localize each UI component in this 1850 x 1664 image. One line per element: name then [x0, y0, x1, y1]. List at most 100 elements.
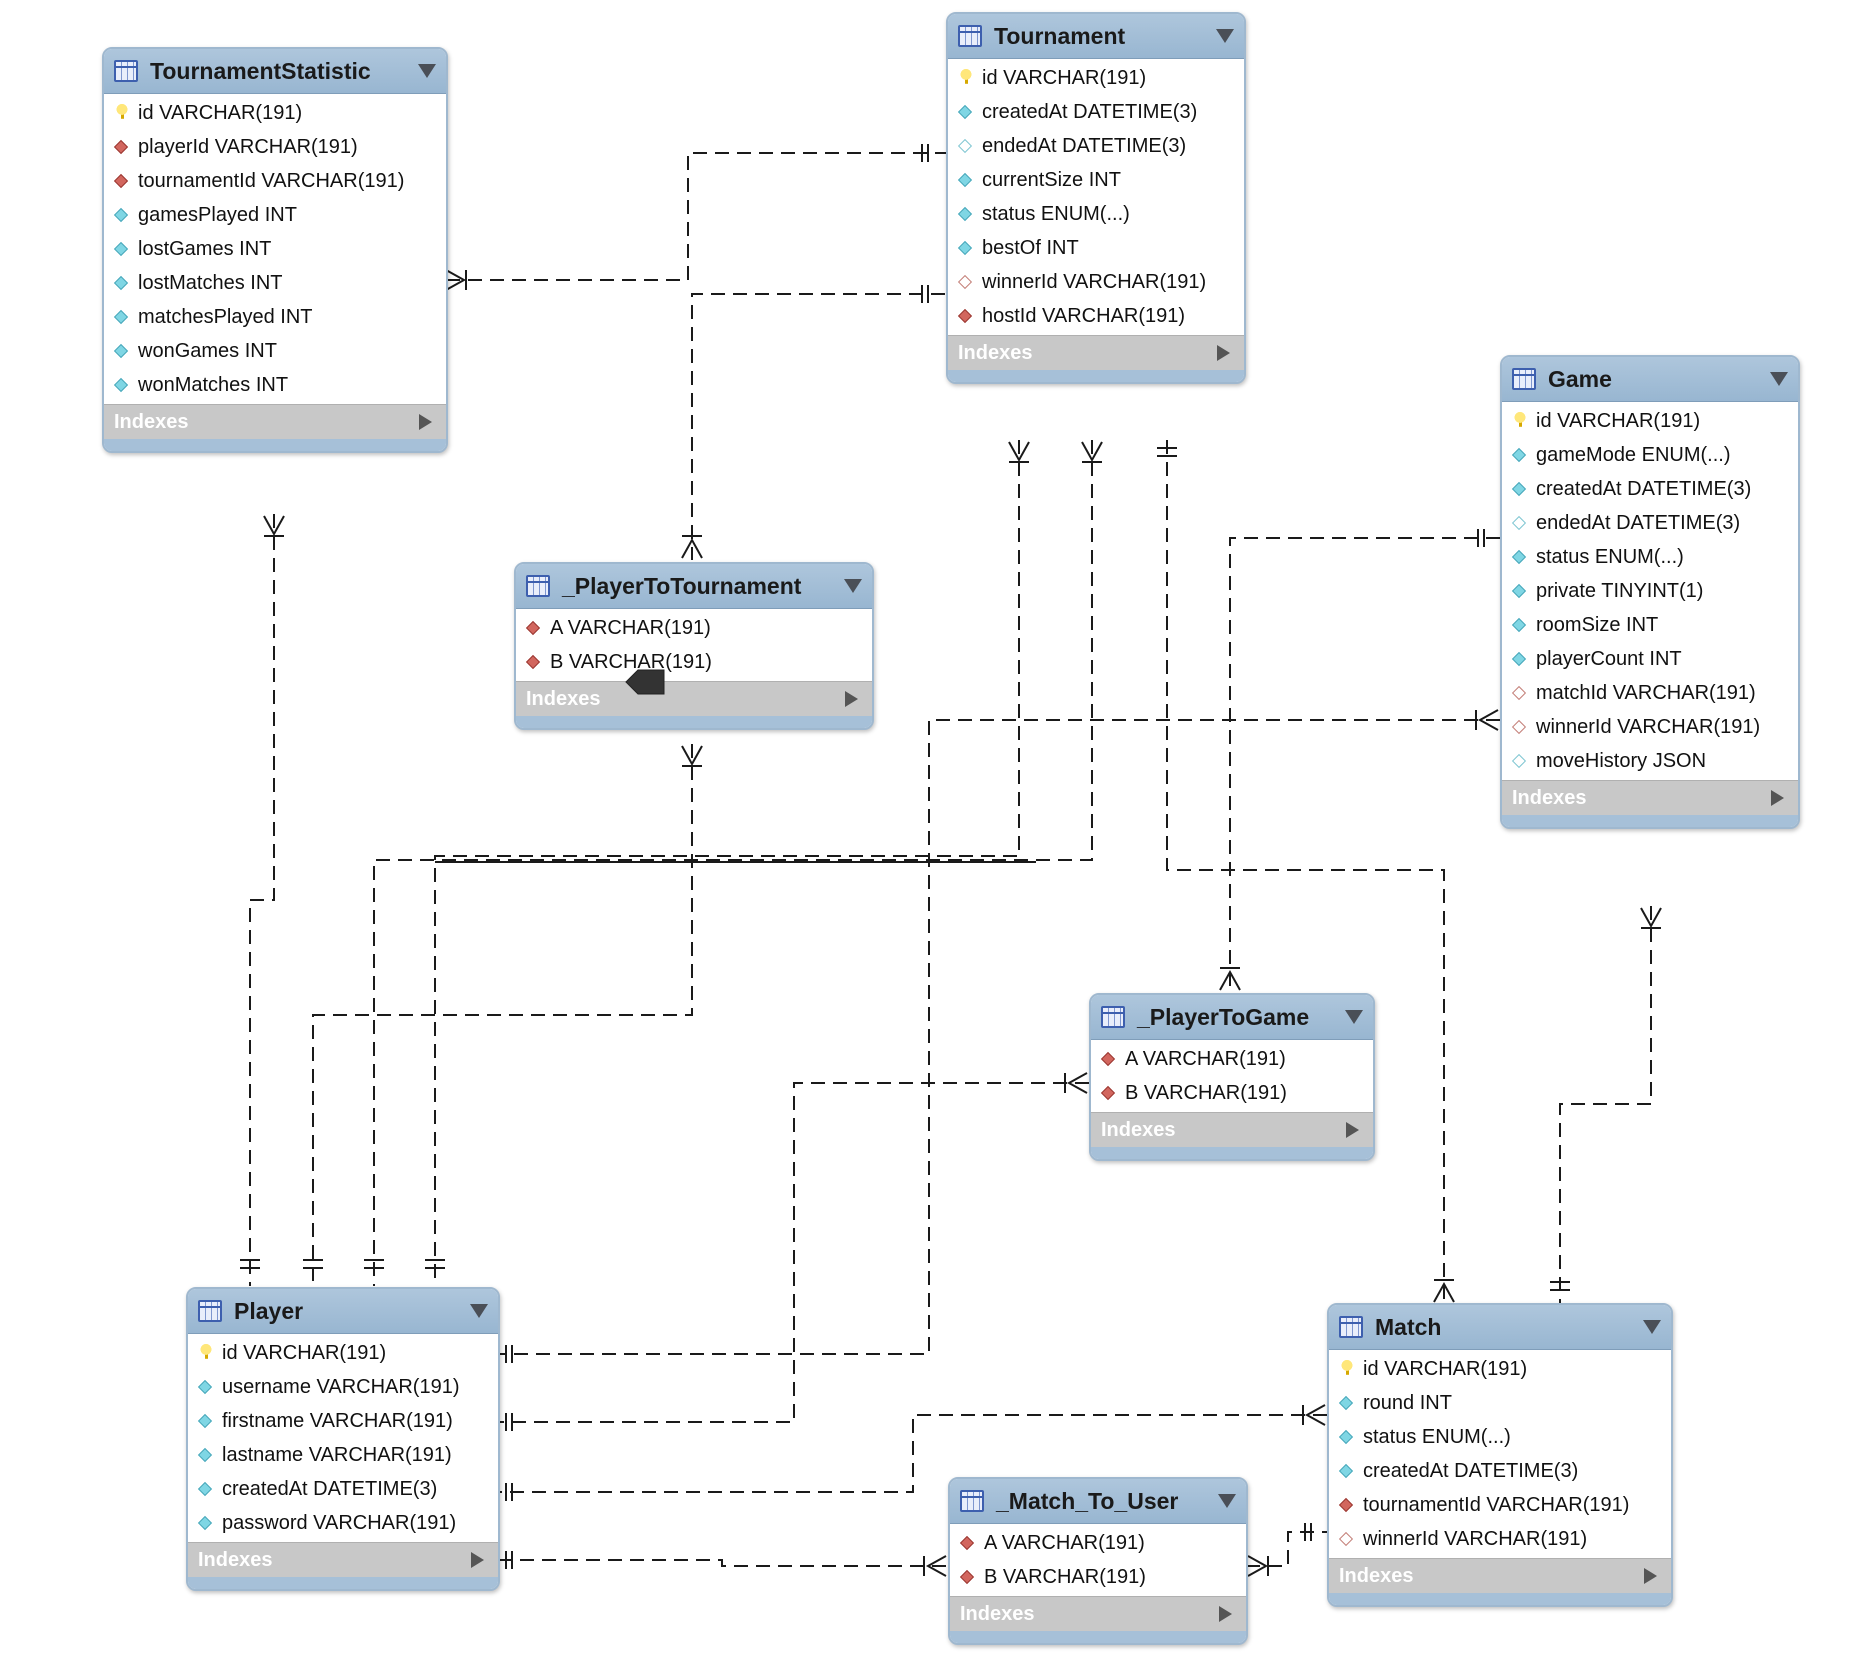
- column-row[interactable]: A VARCHAR(191): [516, 611, 872, 645]
- column-row[interactable]: status ENUM(...): [948, 197, 1244, 231]
- column-row[interactable]: winnerId VARCHAR(191): [1502, 710, 1798, 744]
- indexes-bar[interactable]: Indexes: [1329, 1558, 1671, 1593]
- expand-arrow-icon[interactable]: [1771, 790, 1784, 806]
- column-row[interactable]: playerCount INT: [1502, 642, 1798, 676]
- collapse-caret-icon[interactable]: [1345, 1010, 1363, 1024]
- table-header[interactable]: Tournament: [948, 14, 1244, 59]
- column-row[interactable]: id VARCHAR(191): [104, 96, 446, 130]
- column-row[interactable]: winnerId VARCHAR(191): [1329, 1522, 1671, 1556]
- column-row[interactable]: createdAt DATETIME(3): [188, 1472, 498, 1506]
- column-row[interactable]: lastname VARCHAR(191): [188, 1438, 498, 1472]
- indexes-bar[interactable]: Indexes: [104, 404, 446, 439]
- expand-arrow-icon[interactable]: [1219, 1606, 1232, 1622]
- expand-arrow-icon[interactable]: [845, 691, 858, 707]
- column-row[interactable]: createdAt DATETIME(3): [1502, 472, 1798, 506]
- relationship-match-to-user-player[interactable]: [498, 1559, 948, 1567]
- table-header[interactable]: TournamentStatistic: [104, 49, 446, 94]
- column-row[interactable]: gameMode ENUM(...): [1502, 438, 1798, 472]
- table-header[interactable]: Game: [1502, 357, 1798, 402]
- column-row[interactable]: A VARCHAR(191): [950, 1526, 1246, 1560]
- column-row[interactable]: round INT: [1329, 1386, 1671, 1420]
- indexes-bar[interactable]: Indexes: [1502, 780, 1798, 815]
- indexes-bar[interactable]: Indexes: [1091, 1112, 1373, 1147]
- table-player-to-game[interactable]: _PlayerToGame A VARCHAR(191)B VARCHAR(19…: [1089, 993, 1375, 1161]
- column-row[interactable]: matchesPlayed INT: [104, 300, 446, 334]
- expand-arrow-icon[interactable]: [1217, 345, 1230, 361]
- table-tournament[interactable]: Tournament id VARCHAR(191)createdAt DATE…: [946, 12, 1246, 384]
- column-row[interactable]: tournamentId VARCHAR(191): [1329, 1488, 1671, 1522]
- column-row[interactable]: id VARCHAR(191): [1502, 404, 1798, 438]
- table-player-to-tournament[interactable]: _PlayerToTournament A VARCHAR(191)B VARC…: [514, 562, 874, 730]
- relationship-tournament-match[interactable]: [1166, 440, 1445, 1304]
- indexes-bar[interactable]: Indexes: [948, 335, 1244, 370]
- table-header[interactable]: Player: [188, 1289, 498, 1334]
- table-game[interactable]: Game id VARCHAR(191)gameMode ENUM(...)cr…: [1500, 355, 1800, 829]
- column-row[interactable]: winnerId VARCHAR(191): [948, 265, 1244, 299]
- column-row[interactable]: hostId VARCHAR(191): [948, 299, 1244, 333]
- column-row[interactable]: endedAt DATETIME(3): [1502, 506, 1798, 540]
- column-row[interactable]: B VARCHAR(191): [950, 1560, 1246, 1594]
- collapse-caret-icon[interactable]: [470, 1304, 488, 1318]
- column-row[interactable]: currentSize INT: [948, 163, 1244, 197]
- column-row[interactable]: id VARCHAR(191): [1329, 1352, 1671, 1386]
- expand-arrow-icon[interactable]: [1644, 1568, 1657, 1584]
- relationship-game-match[interactable]: [1559, 906, 1652, 1304]
- relationship-game-player-to-game[interactable]: [1229, 537, 1500, 992]
- relationship-player-to-tournament-tournament[interactable]: [691, 293, 945, 560]
- indexes-bar[interactable]: Indexes: [516, 681, 872, 716]
- table-header[interactable]: _Match_To_User: [950, 1479, 1246, 1524]
- expand-arrow-icon[interactable]: [471, 1552, 484, 1568]
- column-row[interactable]: moveHistory JSON: [1502, 744, 1798, 778]
- relationship-player-to-game-player[interactable]: [498, 1082, 1089, 1423]
- column-row[interactable]: id VARCHAR(191): [188, 1336, 498, 1370]
- table-match-to-user[interactable]: _Match_To_User A VARCHAR(191)B VARCHAR(1…: [948, 1477, 1248, 1645]
- table-tournament-statistic[interactable]: TournamentStatistic id VARCHAR(191)playe…: [102, 47, 448, 453]
- indexes-bar[interactable]: Indexes: [950, 1596, 1246, 1631]
- column-row[interactable]: tournamentId VARCHAR(191): [104, 164, 446, 198]
- column-row[interactable]: status ENUM(...): [1502, 540, 1798, 574]
- column-row[interactable]: B VARCHAR(191): [516, 645, 872, 679]
- collapse-caret-icon[interactable]: [418, 64, 436, 78]
- column-row[interactable]: wonMatches INT: [104, 368, 446, 402]
- collapse-caret-icon[interactable]: [1216, 29, 1234, 43]
- expand-arrow-icon[interactable]: [1346, 1122, 1359, 1138]
- relationship-tournament-host-player[interactable]: [373, 440, 1093, 1286]
- table-header[interactable]: Match: [1329, 1305, 1671, 1350]
- table-header[interactable]: _PlayerToGame: [1091, 995, 1373, 1040]
- column-row[interactable]: createdAt DATETIME(3): [948, 95, 1244, 129]
- column-row[interactable]: private TINYINT(1): [1502, 574, 1798, 608]
- collapse-caret-icon[interactable]: [1218, 1494, 1236, 1508]
- column-row[interactable]: username VARCHAR(191): [188, 1370, 498, 1404]
- column-row[interactable]: endedAt DATETIME(3): [948, 129, 1244, 163]
- column-row[interactable]: playerId VARCHAR(191): [104, 130, 446, 164]
- collapse-caret-icon[interactable]: [1643, 1320, 1661, 1334]
- column-row[interactable]: wonGames INT: [104, 334, 446, 368]
- column-row[interactable]: matchId VARCHAR(191): [1502, 676, 1798, 710]
- column-row[interactable]: gamesPlayed INT: [104, 198, 446, 232]
- column-row[interactable]: roomSize INT: [1502, 608, 1798, 642]
- relationship-tournament-statistic-player[interactable]: [249, 514, 275, 1286]
- column-row[interactable]: lostGames INT: [104, 232, 446, 266]
- relationship-match-to-user-match[interactable]: [1246, 1531, 1327, 1567]
- relationship-player-to-tournament-player[interactable]: [312, 744, 693, 1286]
- collapse-caret-icon[interactable]: [1770, 372, 1788, 386]
- column-row[interactable]: B VARCHAR(191): [1091, 1076, 1373, 1110]
- column-row[interactable]: status ENUM(...): [1329, 1420, 1671, 1454]
- column-row[interactable]: password VARCHAR(191): [188, 1506, 498, 1540]
- relationship-tournament-winner-player[interactable]: [434, 440, 1020, 1286]
- relationship-tournament-statistic-tournament[interactable]: [446, 152, 946, 281]
- column-row[interactable]: A VARCHAR(191): [1091, 1042, 1373, 1076]
- column-row[interactable]: createdAt DATETIME(3): [1329, 1454, 1671, 1488]
- table-player[interactable]: Player id VARCHAR(191)username VARCHAR(1…: [186, 1287, 500, 1591]
- table-header[interactable]: _PlayerToTournament: [516, 564, 872, 609]
- indexes-bar[interactable]: Indexes: [188, 1542, 498, 1577]
- column-row[interactable]: lostMatches INT: [104, 266, 446, 300]
- relationship-game-player[interactable]: [498, 719, 1500, 1355]
- column-row[interactable]: firstname VARCHAR(191): [188, 1404, 498, 1438]
- column-row[interactable]: bestOf INT: [948, 231, 1244, 265]
- collapse-caret-icon[interactable]: [844, 579, 862, 593]
- relationship-match-player[interactable]: [498, 1414, 1327, 1493]
- column-row[interactable]: id VARCHAR(191): [948, 61, 1244, 95]
- expand-arrow-icon[interactable]: [419, 414, 432, 430]
